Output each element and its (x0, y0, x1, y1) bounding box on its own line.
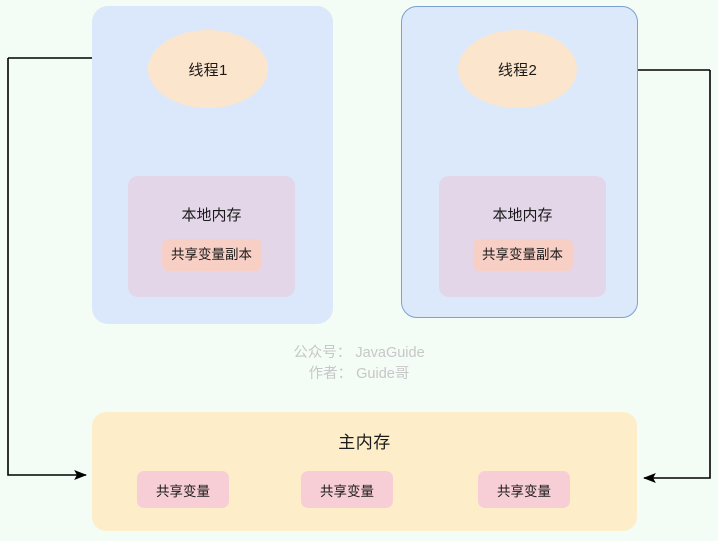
local-memory-1[interactable]: 本地内存 共享变量副本 (128, 176, 295, 297)
local-memory-2[interactable]: 本地内存 共享变量副本 (439, 176, 606, 297)
main-memory-title: 主内存 (338, 433, 391, 452)
thread-label-1: 线程1 (188, 61, 228, 79)
shared-variable-copy-2[interactable]: 共享变量副本 (472, 239, 573, 271)
connector-right-to-main-memory (643, 70, 711, 483)
shared-variable-1[interactable]: 共享变量 (137, 471, 229, 508)
shared-variable-2[interactable]: 共享变量 (301, 471, 393, 508)
thread-node-1[interactable]: 线程1 (148, 30, 268, 108)
watermark-line-2: 作者： Guide哥 (308, 366, 410, 382)
watermark-line-1: 公众号： JavaGuide (293, 345, 425, 361)
connector-left-to-main-memory (7, 58, 87, 480)
thread-label-2: 线程2 (497, 61, 538, 79)
shared-variable-copy-1[interactable]: 共享变量副本 (161, 239, 262, 271)
local-memory-title-2: 本地内存 (492, 207, 553, 224)
watermark: 公众号： JavaGuide 作者： Guide哥 (0, 343, 718, 385)
main-memory-container[interactable]: 主内存 共享变量 共享变量 共享变量 (92, 412, 637, 531)
thread-node-2[interactable]: 线程2 (458, 30, 577, 108)
shared-variable-3[interactable]: 共享变量 (478, 471, 570, 508)
local-memory-title-1: 本地内存 (181, 207, 242, 224)
